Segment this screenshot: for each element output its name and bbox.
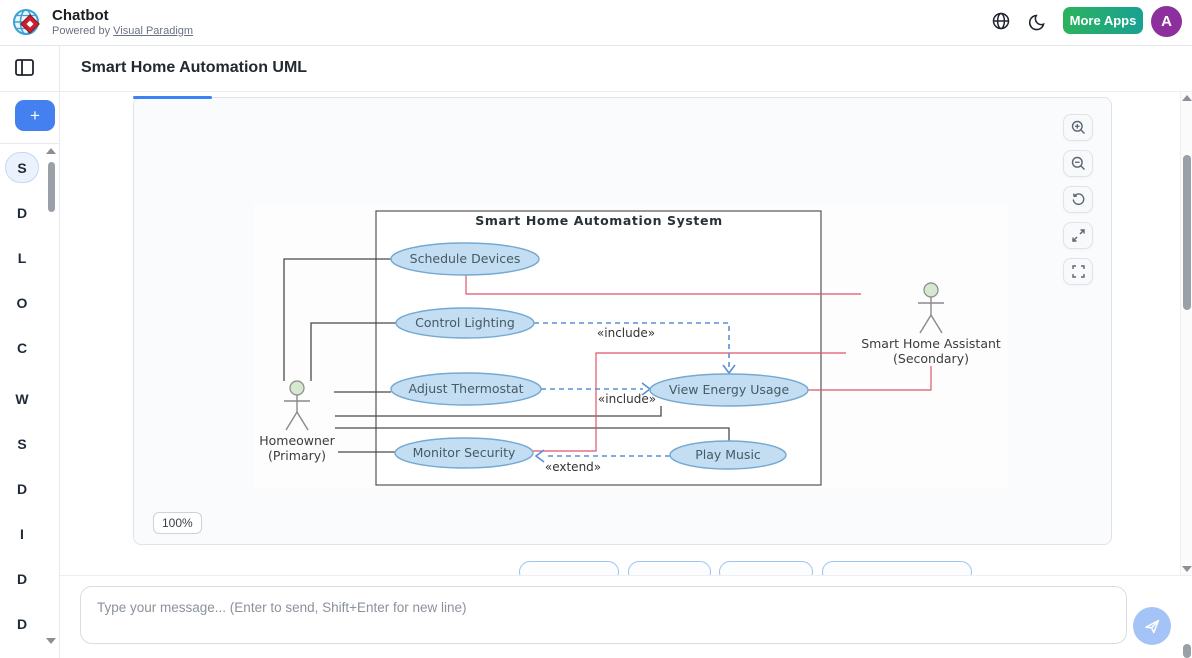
scroll-down-arrow-icon[interactable] <box>46 638 56 644</box>
association-lines <box>283 258 730 453</box>
divider <box>0 91 60 92</box>
sidebar-item-0[interactable]: S <box>5 152 39 183</box>
use-case-schedule-devices <box>390 242 540 276</box>
new-chat-button[interactable]: + <box>15 100 55 131</box>
sidebar-item-3[interactable]: O <box>16 294 28 311</box>
chat-messages-area: Smart Home Automation System <box>60 92 1192 578</box>
powered-by-prefix: Powered by <box>52 25 114 37</box>
secondary-association-lines <box>465 275 932 452</box>
scroll-up-arrow-icon[interactable] <box>1182 95 1192 101</box>
active-tab-indicator <box>133 96 212 99</box>
use-case-label: Play Music <box>695 447 761 462</box>
globe-icon[interactable] <box>992 12 1010 30</box>
sidebar-item-7[interactable]: D <box>16 480 28 497</box>
sidebar-item-5[interactable]: W <box>15 390 29 407</box>
use-case-label: View Energy Usage <box>669 382 790 397</box>
visual-paradigm-logo-icon <box>13 9 40 35</box>
use-case-monitor-security <box>394 437 534 469</box>
actor-role: (Primary) <box>268 448 326 463</box>
scrollbar-thumb[interactable] <box>48 162 55 212</box>
use-cases: Schedule Devices Control Lighting Adjust… <box>390 242 809 470</box>
use-case-label: Adjust Thermostat <box>408 381 523 396</box>
message-input[interactable] <box>80 586 1127 644</box>
sidebar-item-6[interactable]: S <box>17 435 27 452</box>
actor-homeowner: Homeowner (Primary) <box>259 380 336 463</box>
sidebar-item-2[interactable]: L <box>17 249 27 266</box>
dependency-lines <box>534 322 730 457</box>
page-title: Smart Home Automation UML <box>81 59 308 76</box>
zoom-in-button[interactable] <box>1063 114 1093 141</box>
reset-view-button[interactable] <box>1063 186 1093 213</box>
chat-title-bar: Smart Home Automation UML <box>60 46 1192 92</box>
sidebar-item-10[interactable]: D <box>16 615 28 632</box>
message-composer <box>0 575 1192 658</box>
use-case-adjust-thermostat <box>390 372 542 406</box>
extend-label: «extend» <box>545 460 601 474</box>
use-case-label: Control Lighting <box>415 315 515 330</box>
use-case-play-music <box>669 440 787 470</box>
use-case-control-lighting <box>395 307 535 339</box>
visual-paradigm-link[interactable]: Visual Paradigm <box>113 25 194 37</box>
dark-mode-moon-icon[interactable] <box>1029 13 1047 31</box>
fullscreen-button[interactable] <box>1063 258 1093 285</box>
actor-role: (Secondary) <box>893 351 969 366</box>
sidebar-toggle-icon[interactable] <box>15 59 34 76</box>
uml-use-case-diagram: Smart Home Automation System <box>254 204 1008 489</box>
zoom-level-badge: 100% <box>153 512 202 534</box>
zoom-out-button[interactable] <box>1063 150 1093 177</box>
include-label-1: «include» <box>597 326 655 340</box>
actor-smart-home-assistant: Smart Home Assistant (Secondary) <box>861 282 1001 366</box>
sidebar-item-4[interactable]: C <box>16 339 28 356</box>
divider <box>0 143 60 144</box>
sidebar-item-9[interactable]: D <box>16 570 28 587</box>
scroll-down-arrow-icon[interactable] <box>1182 566 1192 572</box>
sidebar-scrollbar[interactable] <box>44 146 58 652</box>
actor-name: Smart Home Assistant <box>861 336 1001 351</box>
system-title: Smart Home Automation System <box>475 213 722 228</box>
actor-name: Homeowner <box>259 433 335 448</box>
use-case-label: Schedule Devices <box>410 251 521 266</box>
chat-scrollbar[interactable] <box>1180 92 1192 578</box>
diagram-message-card: Smart Home Automation System <box>133 96 1112 545</box>
more-apps-button[interactable]: More Apps <box>1063 7 1143 34</box>
include-label-2: «include» <box>598 392 656 406</box>
diagram-toolbar <box>1063 114 1093 285</box>
sidebar-item-1[interactable]: D <box>16 204 28 221</box>
sidebar-item-list: S D L O C W S D I D D <box>0 152 44 639</box>
fit-screen-button[interactable] <box>1063 222 1093 249</box>
scrollbar-corner[interactable] <box>1183 644 1191 658</box>
use-case-label: Monitor Security <box>413 445 516 460</box>
paper-plane-icon <box>1144 619 1159 633</box>
app-title: Chatbot <box>52 7 109 24</box>
use-case-view-energy-usage <box>649 373 809 407</box>
powered-by: Powered by Visual Paradigm <box>52 25 193 37</box>
scroll-up-arrow-icon[interactable] <box>46 148 56 154</box>
scrollbar-thumb[interactable] <box>1183 155 1191 310</box>
send-button[interactable] <box>1133 607 1171 645</box>
avatar[interactable]: A <box>1151 6 1182 37</box>
sidebar: + S D L O C W S D I D D <box>0 46 60 658</box>
sidebar-item-8[interactable]: I <box>20 525 24 542</box>
app-header: Chatbot Powered by Visual Paradigm More … <box>0 0 1192 46</box>
